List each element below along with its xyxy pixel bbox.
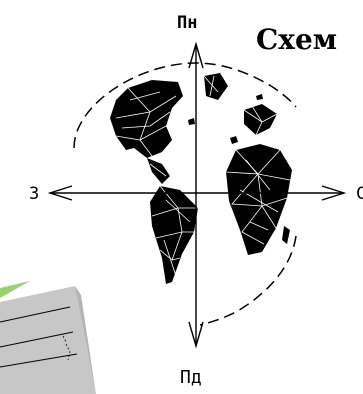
north-label: Пн bbox=[177, 13, 197, 33]
east-label: С bbox=[356, 184, 363, 204]
compass-arrows bbox=[50, 44, 344, 346]
west-label: З bbox=[29, 184, 39, 204]
globe-icon bbox=[110, 73, 292, 284]
south-label: Пд bbox=[180, 367, 202, 388]
page-title: Схем bbox=[256, 23, 337, 56]
sheet-illustration bbox=[0, 281, 96, 394]
